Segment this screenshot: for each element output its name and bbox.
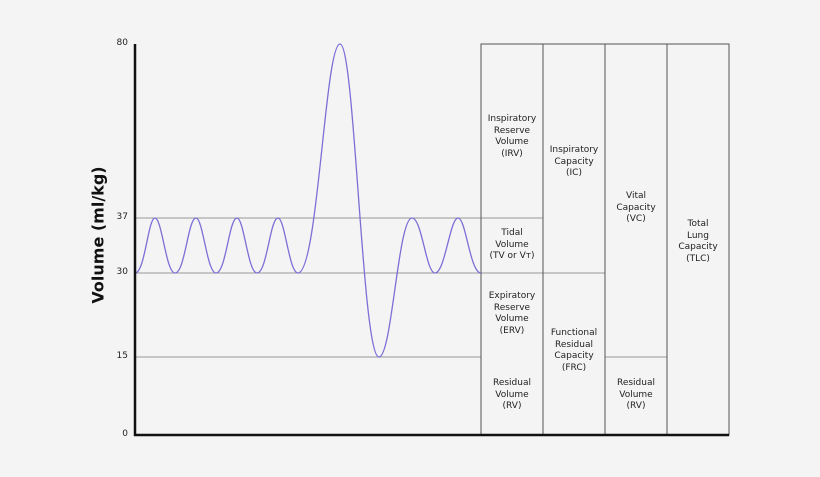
cell-tlc: Total Lung Capacity (TLC) bbox=[678, 219, 718, 264]
y-tick-30: 30 bbox=[116, 267, 128, 277]
cell-vc: Vital Capacity (VC) bbox=[616, 191, 656, 224]
cell-residual-volume-2: Residual Volume (RV) bbox=[616, 378, 655, 411]
y-tick-80: 80 bbox=[116, 38, 128, 48]
volume-trace bbox=[134, 43, 482, 358]
cell-irv: Inspiratory Reserve Volume (IRV) bbox=[487, 114, 537, 159]
cell-tidal-volume: Tidal Volume (TV or Vᴛ) bbox=[489, 228, 535, 261]
cell-residual-volume-1: Residual Volume (RV) bbox=[492, 378, 531, 411]
y-tick-0: 0 bbox=[122, 429, 128, 439]
cell-erv: Expiratory Reserve Volume (ERV) bbox=[488, 291, 536, 336]
y-tick-37: 37 bbox=[116, 212, 128, 222]
y-tick-15: 15 bbox=[116, 351, 128, 361]
cell-ic: Inspiratory Capacity (IC) bbox=[549, 145, 599, 178]
cell-frc: Functional Residual Capacity (FRC) bbox=[550, 328, 598, 373]
